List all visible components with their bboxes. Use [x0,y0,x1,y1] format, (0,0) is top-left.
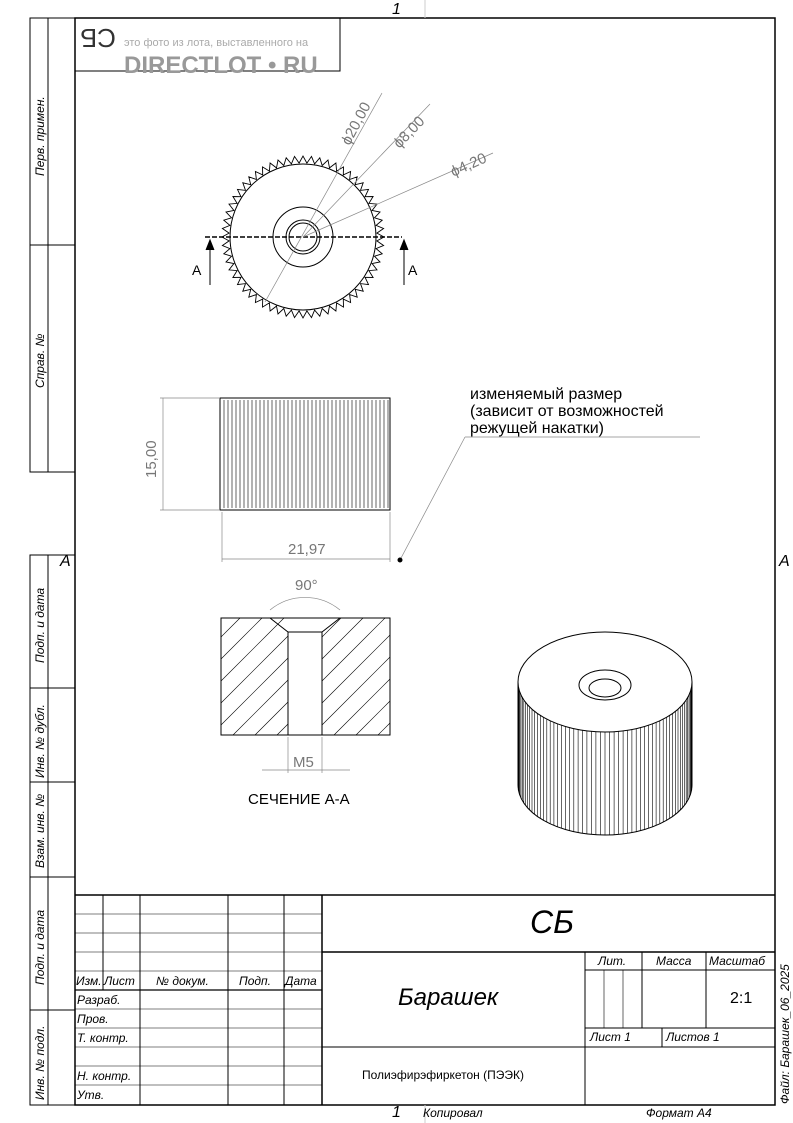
sheet-label: Лист 1 [590,1030,631,1044]
mirror-code-box [74,17,341,72]
top-view [205,92,494,319]
dim-angle: 90° [295,577,318,594]
row-label: Разраб. [77,993,121,1007]
sheet-number-bottom: 1 [392,1104,401,1121]
note-line: режущей накатки) [470,420,604,437]
side-view [160,397,700,563]
side-label: Подп. и дата [33,909,47,985]
dim-width: 21,97 [288,541,326,558]
section-view [220,597,391,773]
watermark-logo: DIRECTLOT • RU [124,52,318,79]
sheets-label: Листов 1 [666,1030,720,1044]
col-date: Дата [285,974,317,988]
scale-label: Масштаб [709,954,766,968]
note: изменяемый размер(зависит от возможносте… [470,386,664,437]
side-label: Справ. № [33,333,47,388]
watermark-caption: это фото из лота, выставленного на [124,37,309,49]
dim-thread: M5 [293,754,314,771]
lit-label: Лит. [598,954,627,968]
row-label: Т. контр. [77,1031,129,1045]
zone-right: A [779,553,790,570]
side-label: Инв. № подл. [33,1025,47,1100]
title-block-lines [75,894,775,1105]
section-mark-left: A [192,262,202,278]
mirror-code: СБ [80,23,116,53]
format-label: Формат A4 [646,1106,712,1120]
file-name: Файл: Барашек_06_2025 [778,964,792,1104]
material: Полиэфирэфиркетон (ПЭЭК) [362,1068,524,1082]
col-sign: Подп. [239,974,271,988]
note-line: изменяемый размер [470,386,623,403]
mass-label: Масса [656,954,692,968]
side-box-bottom [29,554,76,1106]
row-label: Н. контр. [77,1069,132,1083]
section-mark-right: A [408,262,418,278]
col-izm: Изм. [76,974,102,988]
dim-height-text: 15,00 [143,440,160,478]
main-frame [74,17,776,1106]
sheet-number-top: 1 [392,1,401,18]
side-label: Инв. № дубл. [33,704,47,778]
scale-value: 2:1 [730,990,753,1007]
section-label: СЕЧЕНИЕ А-А [248,791,350,808]
doc-code: СБ [530,904,574,940]
side-label: Взам. инв. № [33,793,47,868]
row-label: Пров. [77,1012,109,1026]
zone-left: A [60,553,71,570]
note-line: (зависит от возможностей [470,403,664,420]
side-label: Подп. и дата [33,587,47,663]
copied-label: Копировал [423,1106,483,1120]
row-label: Утв. [77,1088,105,1102]
col-list: Лист [104,974,135,988]
side-label: Перв. примен. [33,96,47,176]
isometric-view [517,631,693,836]
part-name: Барашек [398,984,499,1011]
col-doc: № докум. [156,974,209,988]
